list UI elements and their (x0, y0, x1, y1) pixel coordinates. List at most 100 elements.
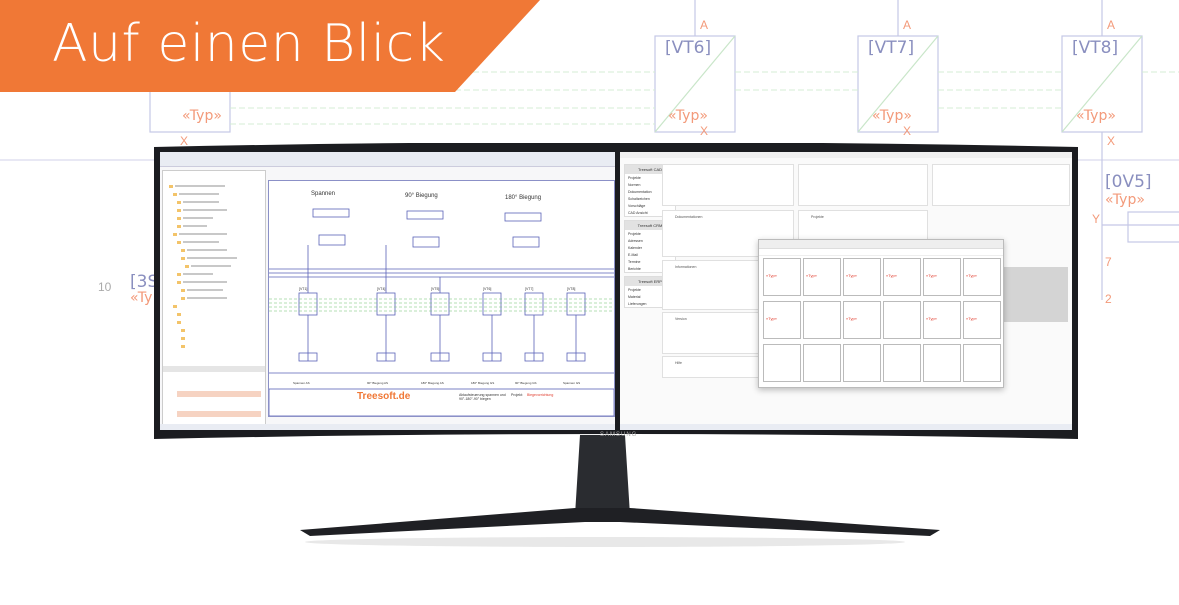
recent-drawing-card[interactable] (932, 164, 1070, 206)
nav-item[interactable]: CAD Ansicht (628, 210, 648, 215)
card-title: Hilfe (675, 361, 683, 365)
symbol-type-label: «Typ» (966, 273, 977, 278)
bottom-group-label: 90° Biegung GS (515, 381, 537, 385)
symbol-tile[interactable]: «Typ» (803, 258, 841, 296)
bg-pin-y: Y (1092, 212, 1101, 226)
symbol-tile[interactable] (803, 344, 841, 382)
symbol-tile[interactable] (763, 344, 801, 382)
symbol-type-label: «Typ» (846, 273, 857, 278)
nav-item[interactable]: E-Mail (628, 252, 638, 257)
symbol-type-label: «Typ» (766, 273, 777, 278)
symbol-tile[interactable]: «Typ» (923, 258, 961, 296)
symbol-tile[interactable]: «Typ» (963, 301, 1001, 339)
valve-label: [VT7] (525, 287, 534, 291)
symbol-tile[interactable]: «Typ» (963, 258, 1001, 296)
bg-type-partial: «Ty (130, 290, 153, 306)
card-title: Dokumentationen (675, 215, 703, 219)
bottom-group-label: 180° Biegung GS (471, 381, 495, 385)
project-tree-panel[interactable] (162, 170, 266, 427)
bg-type-label: «Typ» (182, 108, 222, 124)
valve-label: [VT1] (299, 287, 308, 291)
project-label: Projekt: (511, 393, 523, 397)
bg-label-0v5: [0V5] (1105, 172, 1152, 192)
nav-group-title: Treesoft CAD (625, 165, 675, 174)
symbol-tile[interactable]: «Typ» (843, 258, 881, 296)
cad-window: Spannen 90° Biegung 180° Biegung [VT1] [… (160, 152, 615, 430)
symbol-tile[interactable]: «Typ» (923, 301, 961, 339)
menu-bar[interactable] (620, 152, 1072, 158)
nav-item[interactable]: Termine (628, 259, 641, 264)
symbol-tile[interactable] (843, 344, 881, 382)
nav-item[interactable]: Vorschläge (628, 203, 646, 208)
valve-label: [VT5] (431, 287, 440, 291)
bg-type-label: «Typ» (1105, 192, 1145, 208)
group-label: Spannen (311, 191, 336, 197)
nav-item[interactable]: Dokumentation (628, 189, 652, 194)
bg-pin-a: A (700, 18, 709, 32)
nav-item[interactable]: Normen (628, 182, 641, 187)
symbol-tile[interactable]: «Typ» (763, 301, 801, 339)
nav-item[interactable]: Adressen (628, 238, 643, 243)
valve-label: [VT8] (567, 287, 576, 291)
bg-type-label: «Typ» (668, 108, 708, 124)
bg-label-3s: [3S (130, 272, 159, 292)
bottom-group-label: Spannen GS (563, 381, 581, 385)
card-title: Projekte (811, 215, 824, 219)
symbol-tile[interactable]: «Typ» (883, 258, 921, 296)
bg-pin-a: A (1107, 18, 1116, 32)
symbol-tile[interactable] (803, 301, 841, 339)
card-title: Version (675, 317, 687, 321)
nav-item[interactable]: Schaltzeichen (628, 196, 650, 201)
bg-pin-x: X (180, 134, 189, 148)
symbol-type-label: «Typ» (766, 316, 777, 321)
group-label: 90° Biegung (405, 193, 438, 199)
symbol-tile[interactable]: «Typ» (763, 258, 801, 296)
bg-pin-2: 2 (1105, 292, 1112, 306)
project-tree (163, 185, 265, 417)
company-logo: Treesoft.de (357, 391, 411, 402)
card-title: Informationen (675, 265, 697, 269)
symbol-tile[interactable] (963, 344, 1001, 382)
start-window: Treesoft CAD Projekte Normen Dokumentati… (620, 152, 1072, 430)
nav-item[interactable]: Kalender (628, 245, 643, 250)
taskbar (620, 424, 1072, 430)
recent-drawing-card[interactable] (798, 164, 928, 206)
monitor-brand: SAMSUNG (600, 432, 638, 438)
symbol-type-label: «Typ» (806, 273, 817, 278)
cad-toolbar[interactable] (160, 152, 615, 167)
bottom-group-label: 90° Biegung AS (367, 381, 389, 385)
symbol-tile[interactable] (883, 344, 921, 382)
symbol-tile[interactable]: «Typ» (843, 301, 881, 339)
valve-label: [VT4] (377, 287, 386, 291)
dialog-toolbar[interactable] (759, 249, 1003, 256)
schematic-sheet[interactable]: Spannen 90° Biegung 180° Biegung [VT1] [… (268, 180, 615, 417)
bg-label-vt6: [VT6] (665, 38, 712, 58)
symbol-tile[interactable] (923, 344, 961, 382)
nav-item[interactable]: Material (628, 294, 641, 299)
nav-item[interactable]: Projekte (628, 287, 641, 292)
title-banner: Auf einen Blick (0, 0, 540, 92)
bg-type-label: «Typ» (1076, 108, 1116, 124)
banner-title: Auf einen Blick (52, 14, 446, 74)
valve-label: [VT6] (483, 287, 492, 291)
card-projects[interactable]: Projekte (798, 210, 928, 242)
symbol-tile[interactable] (883, 301, 921, 339)
group-label: 180° Biegung (505, 195, 542, 201)
bg-type-label: «Typ» (872, 108, 912, 124)
symbol-type-label: «Typ» (926, 273, 937, 278)
nav-item[interactable]: Projekte (628, 175, 641, 180)
nav-item[interactable]: Projekte (628, 231, 641, 236)
recent-drawing-card[interactable] (662, 164, 794, 206)
bg-label-vt8: [VT8] (1072, 38, 1119, 58)
nav-item[interactable]: Lieferungen (628, 301, 647, 306)
dialog-titlebar[interactable] (759, 240, 1003, 249)
drawing-title: Ablaufsteuerung spannen und 90°-180°-90°… (459, 393, 506, 401)
nav-group-title: Treesoft ERP (625, 277, 675, 286)
monitor-stand (300, 435, 940, 547)
bottom-group-label: Spannen AS (293, 381, 310, 385)
symbol-library-dialog[interactable]: «Typ» «Typ» «Typ» «Typ» «Typ» «Typ» «Typ… (758, 239, 1004, 388)
project-value: Biegevorrichtung (527, 393, 554, 397)
bottom-group-label: 180° Biegung AS (421, 381, 444, 385)
nav-item[interactable]: Berichte (628, 266, 641, 271)
bg-pin-x: X (1107, 134, 1116, 148)
